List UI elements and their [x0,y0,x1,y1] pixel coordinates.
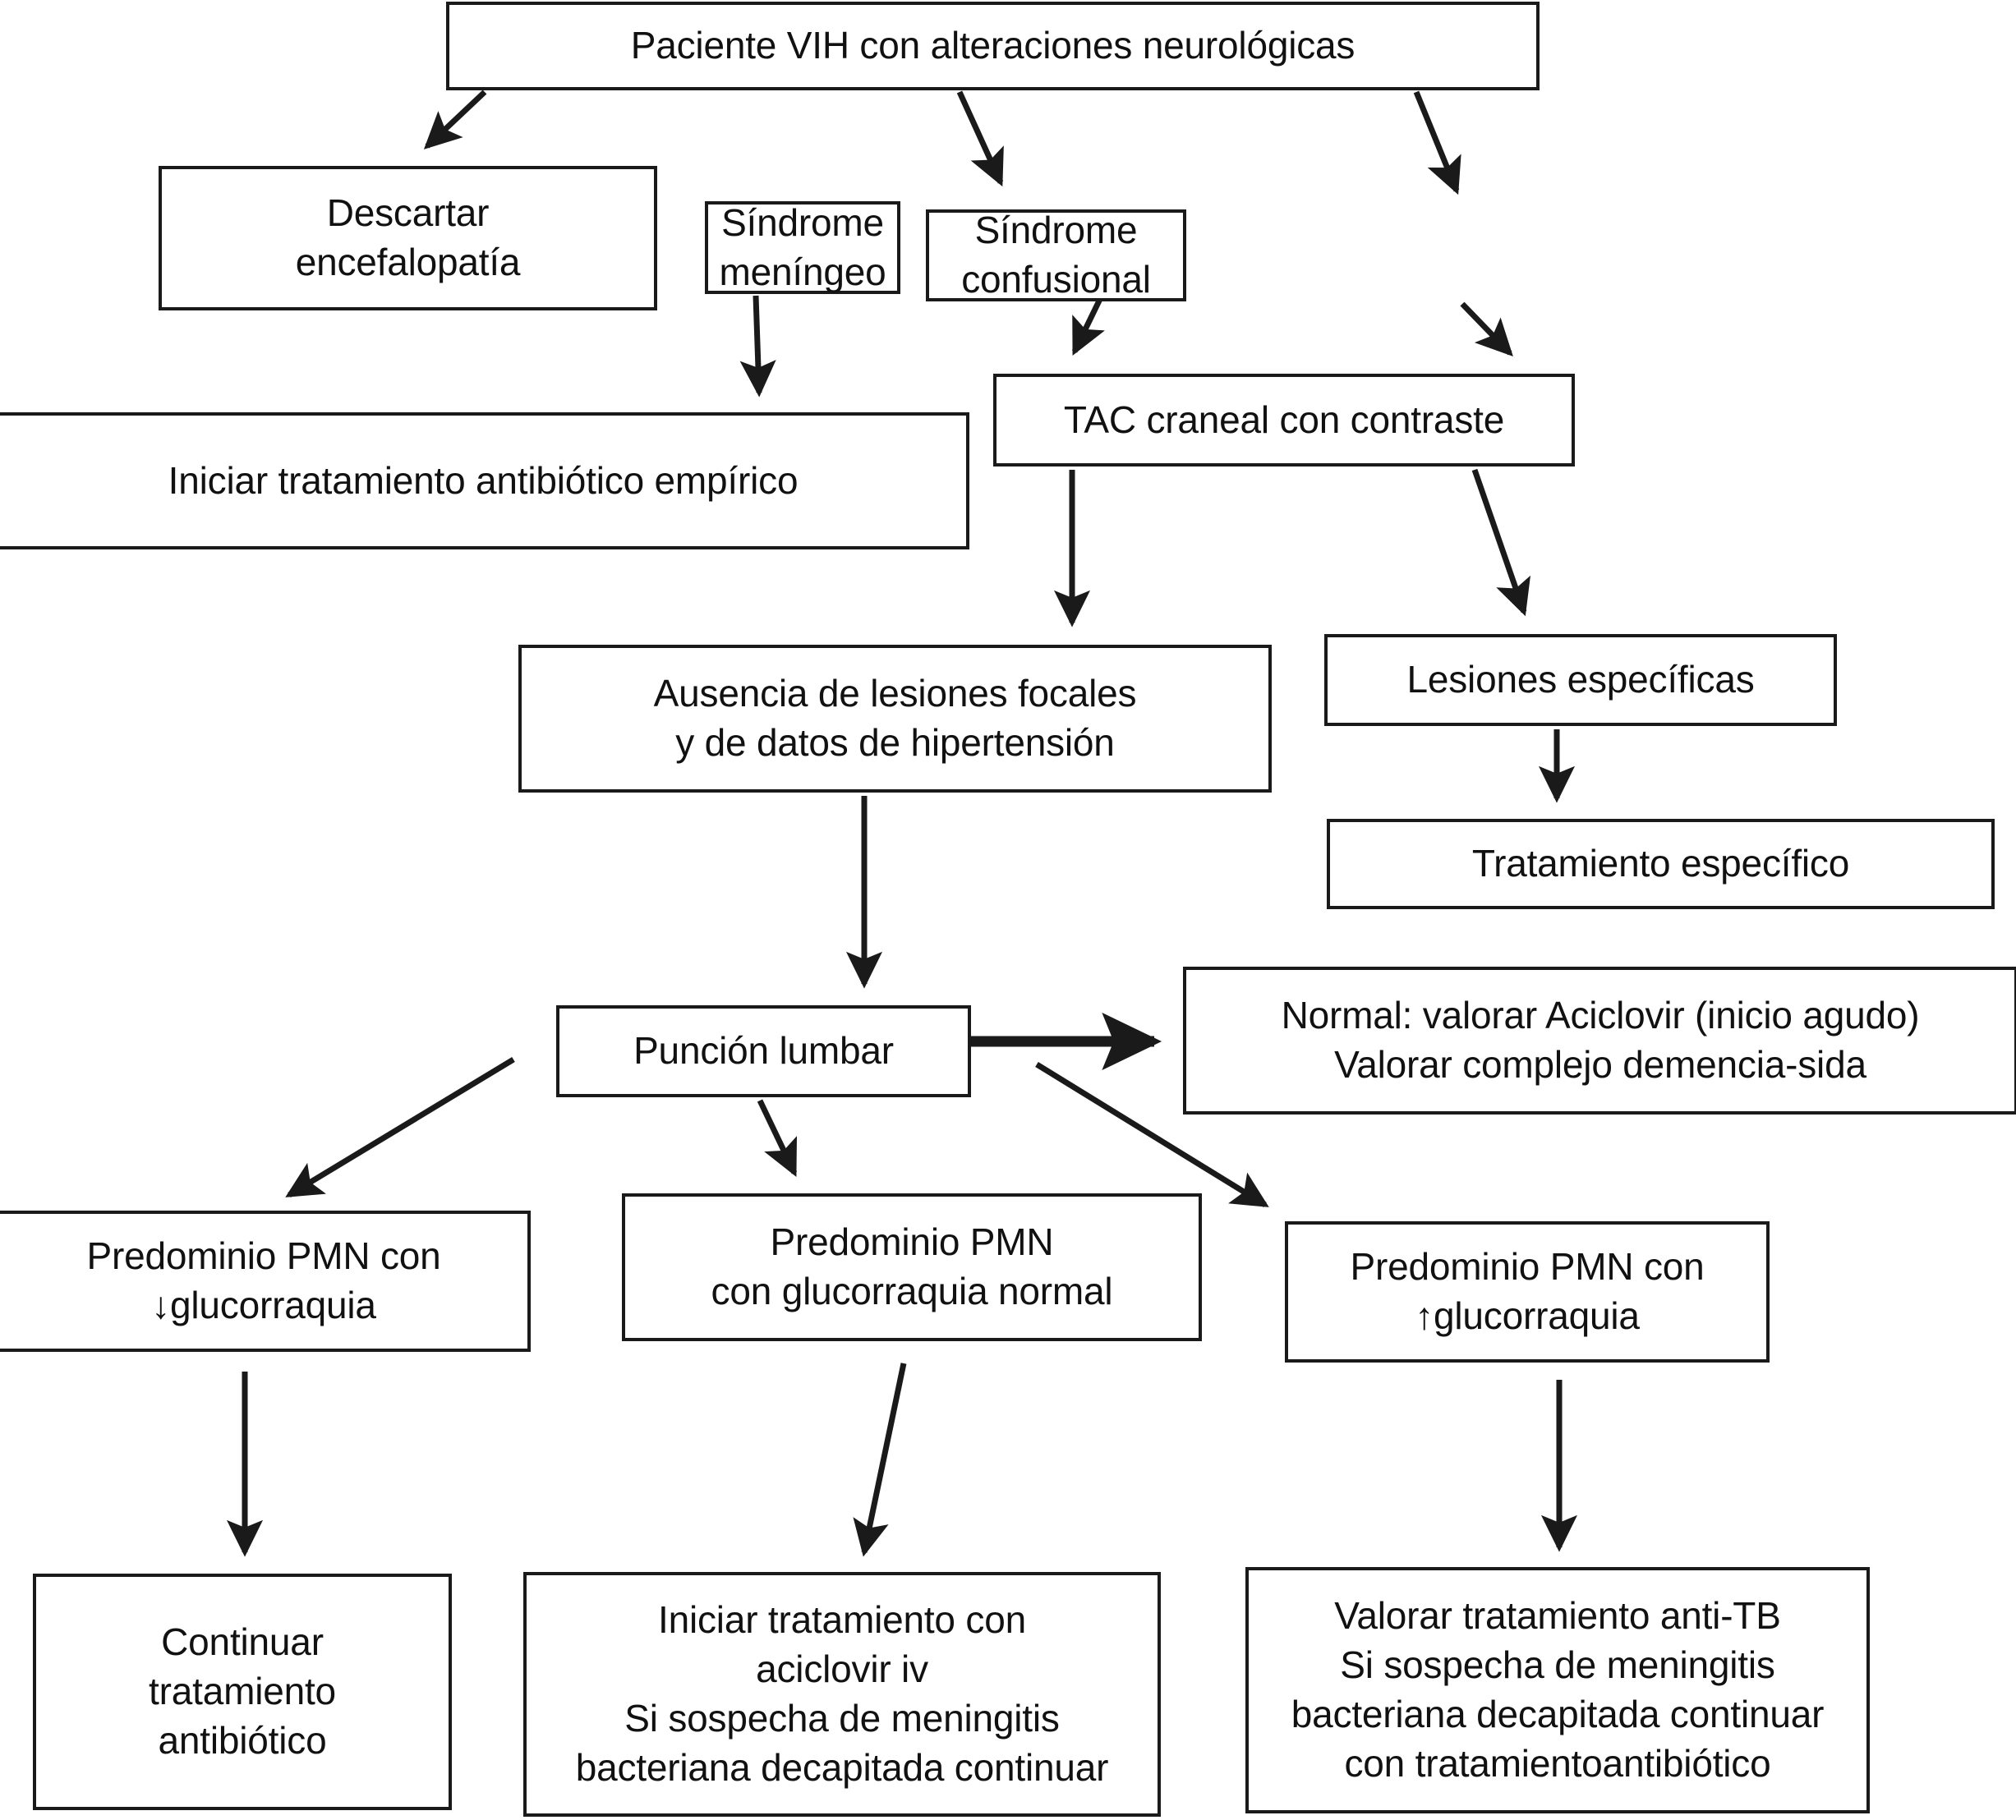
connector-puncion-to-pmn-alta [1035,1062,1269,1207]
node-valorar-anti-tb[interactable]: Valorar tratamiento anti-TB Si sospecha … [1245,1567,1870,1813]
node-tratamiento-especifico[interactable]: Tratamiento específico [1327,819,1995,909]
node-sindrome-confusional[interactable]: Síndrome confusional [926,209,1186,301]
node-lesiones-especificas[interactable]: Lesiones específicas [1324,634,1837,726]
node-ausencia-lesiones[interactable]: Ausencia de lesiones focales y de datos … [518,645,1272,793]
node-pmn-glucorraquia-alta[interactable]: Predominio PMN con ↑glucorraquia [1285,1221,1770,1363]
node-pmn-glucorraquia-normal[interactable]: Predominio PMN con glucorraquia normal [622,1193,1202,1341]
connector-vih-to-confusional [1413,90,1461,195]
node-normal-aciclovir[interactable]: Normal: valorar Aciclovir (inicio agudo)… [1183,967,2016,1115]
connector-meningeo-to-empirico [739,295,776,398]
node-tac-craneal[interactable]: TAC craneal con contraste [993,374,1575,466]
connector-tac-to-lesiones [1471,468,1530,617]
node-descartar-encefalopatia[interactable]: Descartar encefalopatía [159,166,657,310]
connector-meningeo-to-tac [1071,296,1105,356]
node-iniciar-aciclovir[interactable]: Iniciar tratamiento con aciclovir iv Si … [523,1572,1161,1817]
connector-puncion-to-pmn-baja [285,1057,515,1197]
connector-vih-to-meningeo [956,90,1004,187]
connector-vih-to-descartar [423,90,487,149]
node-sindrome-meningeo[interactable]: Síndrome meníngeo [705,201,900,294]
node-paciente-vih[interactable]: Paciente VIH con alteraciones neurológic… [446,2,1540,90]
node-iniciar-tratamiento-empirico[interactable]: Iniciar tratamiento antibiótico empírico [0,412,969,549]
node-pmn-glucorraquia-baja[interactable]: Predominio PMN con ↓glucorraquia [0,1211,531,1352]
connector-pmn-normal-to-aciclovir [853,1363,907,1557]
node-puncion-lumbar[interactable]: Punción lumbar [556,1005,971,1097]
node-continuar-antibiotico[interactable]: Continuar tratamiento antibiótico [33,1574,452,1810]
connector-confusional-to-tac [1460,301,1513,357]
connector-puncion-to-pmn-normal [757,1099,798,1178]
